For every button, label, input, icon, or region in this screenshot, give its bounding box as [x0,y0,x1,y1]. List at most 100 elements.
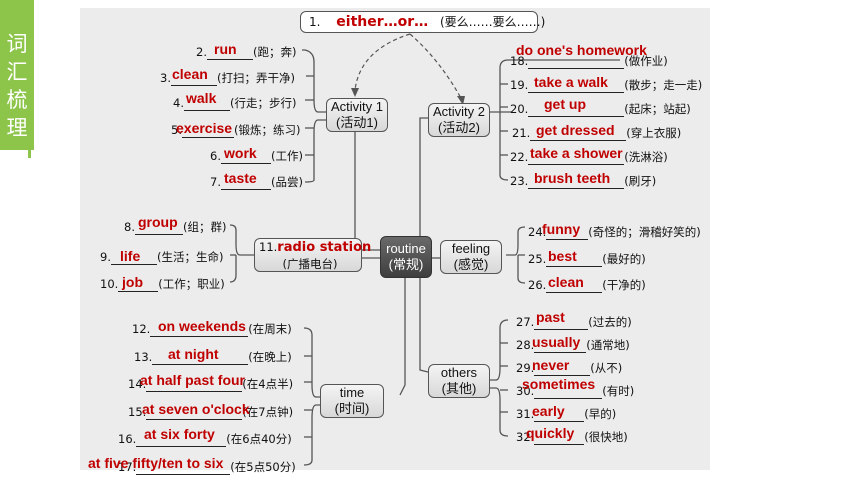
vocab-item: 25. (最好的) [528,251,646,267]
meaning-text: (工作) [270,149,303,163]
vocab-item: 23.(刷牙) [510,173,656,189]
answer-text: group [138,214,178,230]
item-number: 27. [516,315,535,329]
item-number: 13. [134,350,153,364]
item-number: 1. [309,15,321,29]
answer-text: life [120,248,141,264]
vocab-item: 28.(通常地) [516,337,630,353]
answer-text: clean [172,66,208,82]
answer-text: at six forty [144,426,215,442]
sidebar-char: 词 [6,32,28,56]
meaning-text: (很快地) [584,430,628,444]
item-number: 21. [512,126,531,140]
vocab-item: 3.(打扫；弄干净) [160,70,295,86]
vocab-item: 2.(跑；奔) [196,44,296,60]
item-number: 16. [118,432,137,446]
vocab-item: 26.(干净的) [528,277,646,293]
vocab-item: 16. (在6点40分) [118,431,292,447]
vocab-item: 9.(生活；生命) [100,249,223,265]
vocab-item: 8.(组；群) [124,219,226,235]
item-number: 7. [210,175,221,189]
meaning-text: (散步；走一走) [624,78,703,92]
item-number: 20. [510,102,529,116]
meaning-text: (在6点40分) [226,432,292,446]
node-label: (感觉) [453,257,489,272]
meaning-text: (过去的) [588,315,632,329]
item-number: 30. [516,384,535,398]
answer-text: take a walk [534,74,608,90]
meaning-text: (有时) [602,384,635,398]
answer-text: clean [548,274,584,290]
top-item: 1. either…or… (要么……要么……) [300,11,545,33]
vocab-item: 32. (很快地) [516,429,628,445]
meaning-text: (在7点钟) [242,405,294,419]
meaning-text: (洗淋浴) [624,150,668,164]
item-number: 14. [128,377,147,391]
answer-text: at five fifty/ten to six [88,455,224,471]
node-label: (时间) [334,401,370,416]
answer-text: at seven o'clock [142,401,250,417]
item-number: 6. [210,149,221,163]
item-number: 5. [171,123,182,137]
answer-text: exercise [176,120,233,136]
meaning-text: (从不) [590,361,623,375]
answer-text: at half past four [140,372,246,388]
vocab-item: 31.(早的) [516,406,616,422]
vocab-item: 21.(穿上衣服) [512,125,681,141]
meaning-text: (刷牙) [624,174,657,188]
item-number: 32. [516,430,535,444]
item-number: 29. [516,361,535,375]
node-label: routine [386,241,426,256]
answer-text: get dressed [536,122,615,138]
vocab-item: 13. (在晚上) [134,349,292,365]
item-number: 31. [516,407,535,421]
others-node: others (其他) [428,364,490,398]
item-number: 17. [118,460,137,474]
answer-text: brush teeth [534,170,611,186]
meaning-text: (行走；步行) [229,96,297,110]
item-number: 11. [259,239,278,254]
vocab-item: 7. (品尝) [210,174,303,190]
answer-text: take a shower [530,145,623,161]
sidebar-title: 词 汇 梳 理 [0,30,34,142]
answer-text: usually [532,334,581,350]
answer-text: walk [186,90,217,106]
meaning-text: (在晚上) [248,350,292,364]
node-label: others [440,365,478,380]
meaning-text: (最好的) [602,252,646,266]
meaning-text: (通常地) [586,338,630,352]
item-number: 25. [528,252,547,266]
meaning-text: (要么……要么……) [439,15,546,29]
answer-text: do one's homework [516,42,647,58]
activity1-node: Activity 1 (活动1) [326,98,388,132]
vocab-item: 29. (从不) [516,360,622,376]
sidebar-char: 梳 [6,88,28,112]
meaning-text: (奇怪的；滑稽好笑的) [588,225,701,239]
vocab-item: 30. (有时) [516,383,634,399]
answer-text: best [548,248,577,264]
node-label: (活动2) [438,120,480,135]
meaning-text: (起床；站起) [624,102,691,116]
vocab-item: 20. (起床；站起) [510,101,691,117]
item-number: 18. [510,54,529,68]
node-label: (其他) [441,381,477,396]
answer-text: sometimes [522,376,596,392]
sidebar-char: 汇 [6,60,28,84]
activity2-node: Activity 2 (活动2) [428,103,490,137]
item-number: 10. [100,277,119,291]
vocab-item: 10.(工作；职业) [100,276,225,292]
item-number: 4. [173,96,184,110]
answer-text: either…or… [336,14,429,30]
meaning-text: (品尝) [270,175,303,189]
node-label: (常规) [388,257,424,272]
item-number: 22. [510,150,529,164]
routine-node: routine (常规) [380,236,432,278]
item-number: 2. [196,45,207,59]
item-number: 15. [128,405,147,419]
meaning-text: (干净的) [602,278,646,292]
item-number: 3. [160,71,171,85]
vocab-item: 5. (锻炼；练习) [171,122,300,138]
meaning-text: (锻炼；练习) [233,123,301,137]
node-label: Activity 2 [432,104,485,119]
answer-text: work [224,145,257,161]
